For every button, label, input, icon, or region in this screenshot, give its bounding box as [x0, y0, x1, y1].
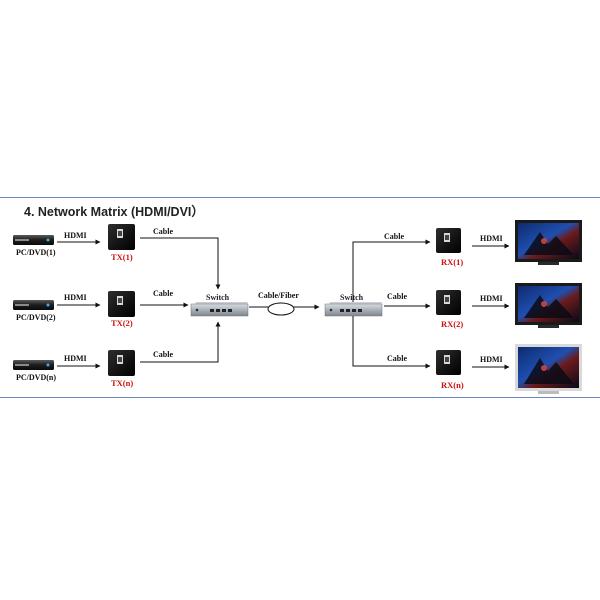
cable-label-rxn: Cable	[387, 354, 407, 363]
receiver-icon-2	[436, 290, 461, 315]
receiver-icon-n	[436, 350, 461, 375]
hdmi-label-n: HDMI	[64, 354, 87, 363]
cable-arrow-txn	[140, 321, 221, 363]
right-switch-label: Switch	[340, 293, 364, 302]
cable-label-txn: Cable	[153, 350, 173, 359]
hdmi-label-1: HDMI	[64, 231, 87, 240]
transmitter-icon-n	[108, 350, 135, 376]
display-monitor-1	[515, 220, 582, 265]
right-switch-icon	[324, 302, 383, 317]
source-label-2: PC/DVD(2)	[16, 313, 56, 322]
left-switch-label: Switch	[206, 293, 230, 302]
cable-arrow-rxn	[352, 316, 431, 369]
diagram-title: 4. Network Matrix (HDMI/DVI）	[24, 205, 204, 219]
hdmi-out-label-1: HDMI	[480, 234, 503, 243]
rx-label-2: RX(2)	[441, 319, 464, 329]
bottom-divider	[0, 397, 600, 398]
left-switch-icon	[190, 302, 249, 317]
cable-label-tx1: Cable	[153, 227, 173, 236]
cable-label-rx1: Cable	[384, 232, 404, 241]
tx-label-2: TX(2)	[111, 318, 133, 328]
display-monitor-n	[515, 344, 582, 394]
fiber-loop-icon	[267, 302, 295, 316]
cable-label-rx2: Cable	[387, 292, 407, 301]
pc-dvd-player-n	[13, 360, 54, 370]
source-label-1: PC/DVD(1)	[16, 248, 56, 257]
hdmi-label-2: HDMI	[64, 293, 87, 302]
rx-label-n: RX(n)	[441, 380, 464, 390]
tx-label-1: TX(1)	[111, 252, 133, 262]
hdmi-out-label-n: HDMI	[480, 355, 503, 364]
transmitter-icon-1	[108, 224, 135, 250]
pc-dvd-player-1	[13, 235, 54, 245]
display-monitor-2	[515, 283, 582, 328]
receiver-icon-1	[436, 228, 461, 253]
backbone-label: Cable/Fiber	[258, 291, 299, 300]
transmitter-icon-2	[108, 291, 135, 317]
cable-label-tx2: Cable	[153, 289, 173, 298]
top-divider	[0, 197, 600, 198]
cable-arrow-rx1	[352, 239, 431, 302]
tx-label-n: TX(n)	[111, 378, 134, 388]
hdmi-out-label-2: HDMI	[480, 294, 503, 303]
pc-dvd-player-2	[13, 300, 54, 310]
rx-label-1: RX(1)	[441, 257, 464, 267]
source-label-n: PC/DVD(n)	[16, 373, 56, 382]
cable-arrow-tx1	[140, 237, 221, 290]
